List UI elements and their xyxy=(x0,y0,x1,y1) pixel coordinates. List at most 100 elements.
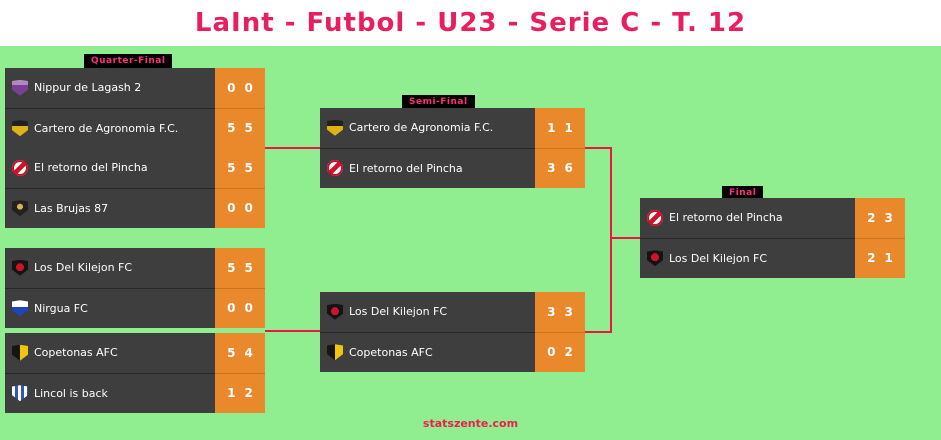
leg1-score: 5 xyxy=(227,260,236,275)
club-badge-icon xyxy=(12,344,28,361)
score-cell: 2 1 xyxy=(855,239,905,279)
connector-sf2-out-line xyxy=(585,331,612,333)
team-row: Los Del Kilejon FC xyxy=(5,248,215,289)
team-row: Copetonas AFC xyxy=(320,333,535,373)
team-row: Copetonas AFC xyxy=(5,333,215,374)
score-cell: 2 3 xyxy=(855,198,905,239)
team-name: Los Del Kilejon FC xyxy=(349,305,448,319)
score-cell: 1 2 xyxy=(215,374,265,414)
team-name: Copetonas AFC xyxy=(34,346,118,360)
club-badge-icon xyxy=(12,79,28,96)
team-row: Lincol is back xyxy=(5,374,215,414)
leg2-score: 6 xyxy=(564,161,573,176)
leg2-score: 0 xyxy=(244,80,253,95)
leg2-score: 2 xyxy=(244,386,253,401)
match-teams: Los Del Kilejon FC Nirgua FC xyxy=(5,248,215,328)
leg1-score: 3 xyxy=(547,304,556,319)
score-column: 3 3 0 2 xyxy=(535,292,585,372)
team-row: Los Del Kilejon FC xyxy=(320,292,535,333)
leg2-score: 1 xyxy=(564,120,573,135)
leg1-score: 3 xyxy=(547,161,556,176)
team-name: El retorno del Pincha xyxy=(34,161,148,175)
team-name: El retorno del Pincha xyxy=(349,161,463,175)
club-badge-icon xyxy=(12,385,28,402)
watermark-statszente: statszente.com xyxy=(422,417,519,430)
team-name: Los Del Kilejon FC xyxy=(34,261,133,275)
team-row: Nippur de Lagash 2 xyxy=(5,68,215,109)
match-teams: Cartero de Agronomia F.C. El retorno del… xyxy=(320,108,535,188)
score-column: 5 5 0 0 xyxy=(215,148,265,228)
connector-final-in-line xyxy=(610,237,640,239)
leg2-score: 1 xyxy=(884,251,893,266)
club-badge-icon xyxy=(12,259,28,276)
team-row: Cartero de Agronomia F.C. xyxy=(5,109,215,149)
team-name: Cartero de Agronomia F.C. xyxy=(34,121,179,135)
leg1-score: 5 xyxy=(227,121,236,136)
score-cell: 5 5 xyxy=(215,248,265,289)
team-row: Los Del Kilejon FC xyxy=(640,239,855,279)
club-badge-icon xyxy=(647,209,663,226)
connector-vertical-line xyxy=(610,147,612,333)
team-name: Nippur de Lagash 2 xyxy=(34,81,142,95)
club-badge-icon xyxy=(327,160,343,177)
team-row: El retorno del Pincha xyxy=(640,198,855,239)
team-row: El retorno del Pincha xyxy=(320,149,535,189)
club-badge-icon xyxy=(12,300,28,317)
club-badge-icon xyxy=(12,200,28,217)
team-row: Nirgua FC xyxy=(5,289,215,329)
club-badge-icon xyxy=(327,344,343,361)
leg2-score: 3 xyxy=(884,210,893,225)
leg2-score: 4 xyxy=(244,345,253,360)
round-label-final: Final xyxy=(722,186,764,200)
team-name: Los Del Kilejon FC xyxy=(669,251,768,265)
leg1-score: 1 xyxy=(547,120,556,135)
score-cell: 5 5 xyxy=(215,148,265,189)
leg2-score: 5 xyxy=(244,160,253,175)
club-badge-icon xyxy=(327,303,343,320)
match-block: Cartero de Agronomia F.C. El retorno del… xyxy=(320,108,585,188)
team-name: El retorno del Pincha xyxy=(669,211,783,225)
score-cell: 5 5 xyxy=(215,109,265,149)
team-name: Copetonas AFC xyxy=(349,345,433,359)
leg1-score: 0 xyxy=(227,201,236,216)
match-block: El retorno del Pincha Los Del Kilejon FC… xyxy=(640,198,905,278)
leg1-score: 5 xyxy=(227,345,236,360)
match-block: Nippur de Lagash 2 Cartero de Agronomia … xyxy=(5,68,265,148)
leg2-score: 3 xyxy=(564,304,573,319)
match-block: Los Del Kilejon FC Copetonas AFC 3 3 0 2 xyxy=(320,292,585,372)
team-name: Nirgua FC xyxy=(34,301,88,315)
match-teams: El retorno del Pincha Las Brujas 87 xyxy=(5,148,215,228)
leg2-score: 5 xyxy=(244,260,253,275)
score-cell: 3 6 xyxy=(535,149,585,189)
title-bar: LaInt - Futbol - U23 - Serie C - T. 12 xyxy=(0,0,941,46)
connector-qf34-to-sf2-line xyxy=(265,330,320,332)
match-teams: Los Del Kilejon FC Copetonas AFC xyxy=(320,292,535,372)
team-name: Las Brujas 87 xyxy=(34,201,109,215)
connector-sf1-out-line xyxy=(585,147,612,149)
team-name: Lincol is back xyxy=(34,386,108,400)
page-title: LaInt - Futbol - U23 - Serie C - T. 12 xyxy=(194,8,747,38)
score-cell: 0 0 xyxy=(215,68,265,109)
score-cell: 1 1 xyxy=(535,108,585,149)
club-badge-icon xyxy=(12,159,28,176)
leg2-score: 2 xyxy=(564,345,573,360)
leg1-score: 5 xyxy=(227,160,236,175)
match-block: Copetonas AFC Lincol is back 5 4 1 2 xyxy=(5,333,265,413)
match-block: El retorno del Pincha Las Brujas 87 5 5 … xyxy=(5,148,265,228)
leg1-score: 2 xyxy=(867,251,876,266)
match-teams: Nippur de Lagash 2 Cartero de Agronomia … xyxy=(5,68,215,148)
leg2-score: 0 xyxy=(244,301,253,316)
score-column: 2 3 2 1 xyxy=(855,198,905,278)
score-cell: 5 4 xyxy=(215,333,265,374)
score-cell: 3 3 xyxy=(535,292,585,333)
leg2-score: 5 xyxy=(244,121,253,136)
team-name: Cartero de Agronomia F.C. xyxy=(349,121,494,135)
score-column: 0 0 5 5 xyxy=(215,68,265,148)
round-label-quarter-final: Quarter-Final xyxy=(84,54,173,68)
team-row: El retorno del Pincha xyxy=(5,148,215,189)
score-cell: 0 2 xyxy=(535,333,585,373)
score-cell: 0 0 xyxy=(215,289,265,329)
match-teams: El retorno del Pincha Los Del Kilejon FC xyxy=(640,198,855,278)
club-badge-icon xyxy=(327,119,343,136)
score-column: 5 4 1 2 xyxy=(215,333,265,413)
